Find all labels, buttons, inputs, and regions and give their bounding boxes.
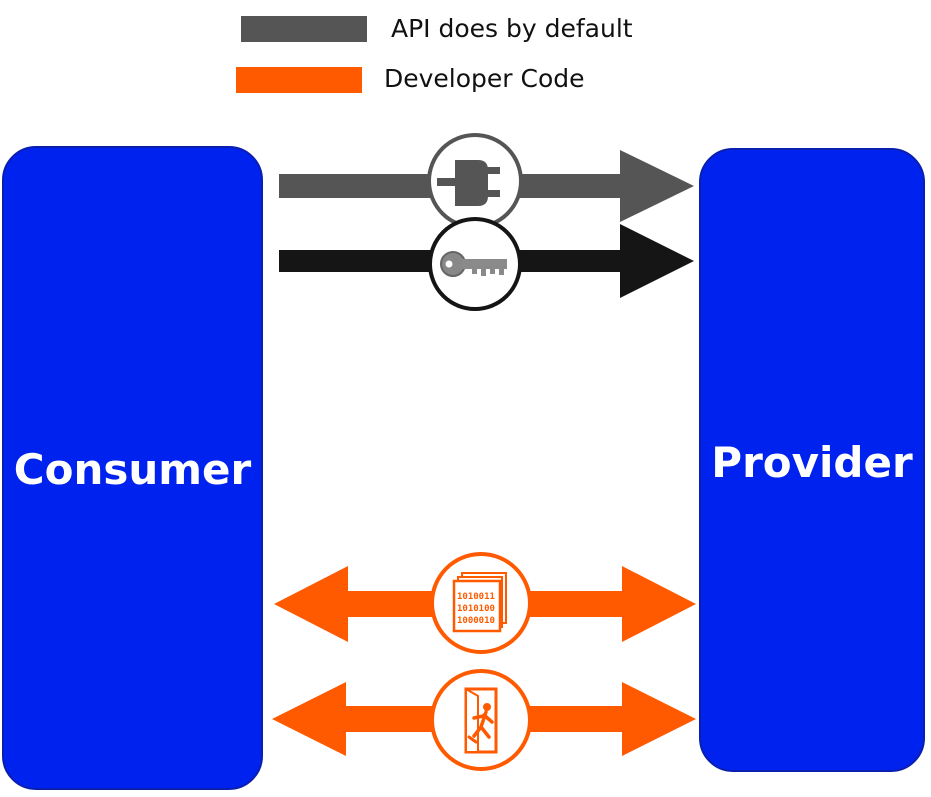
legend-swatch-developer-code — [236, 67, 362, 93]
legend-label-api-default: API does by default — [391, 14, 633, 43]
consumer-label: Consumer — [13, 445, 252, 494]
exit-door-icon — [430, 669, 532, 771]
legend-swatch-api-default — [241, 16, 367, 42]
binary-line-3: 1000010 — [457, 616, 495, 626]
provider-label: Provider — [711, 438, 913, 487]
binary-line-1: 1010011 — [457, 592, 495, 602]
legend-label-developer-code: Developer Code — [384, 64, 585, 93]
binary-documents-icon: 1010011 1010100 1000010 — [430, 552, 532, 654]
binary-line-2: 1010100 — [457, 604, 495, 614]
provider-block: Provider — [699, 148, 925, 772]
consumer-block: Consumer — [2, 146, 263, 790]
key-icon — [428, 217, 522, 311]
plug-icon — [427, 133, 523, 229]
